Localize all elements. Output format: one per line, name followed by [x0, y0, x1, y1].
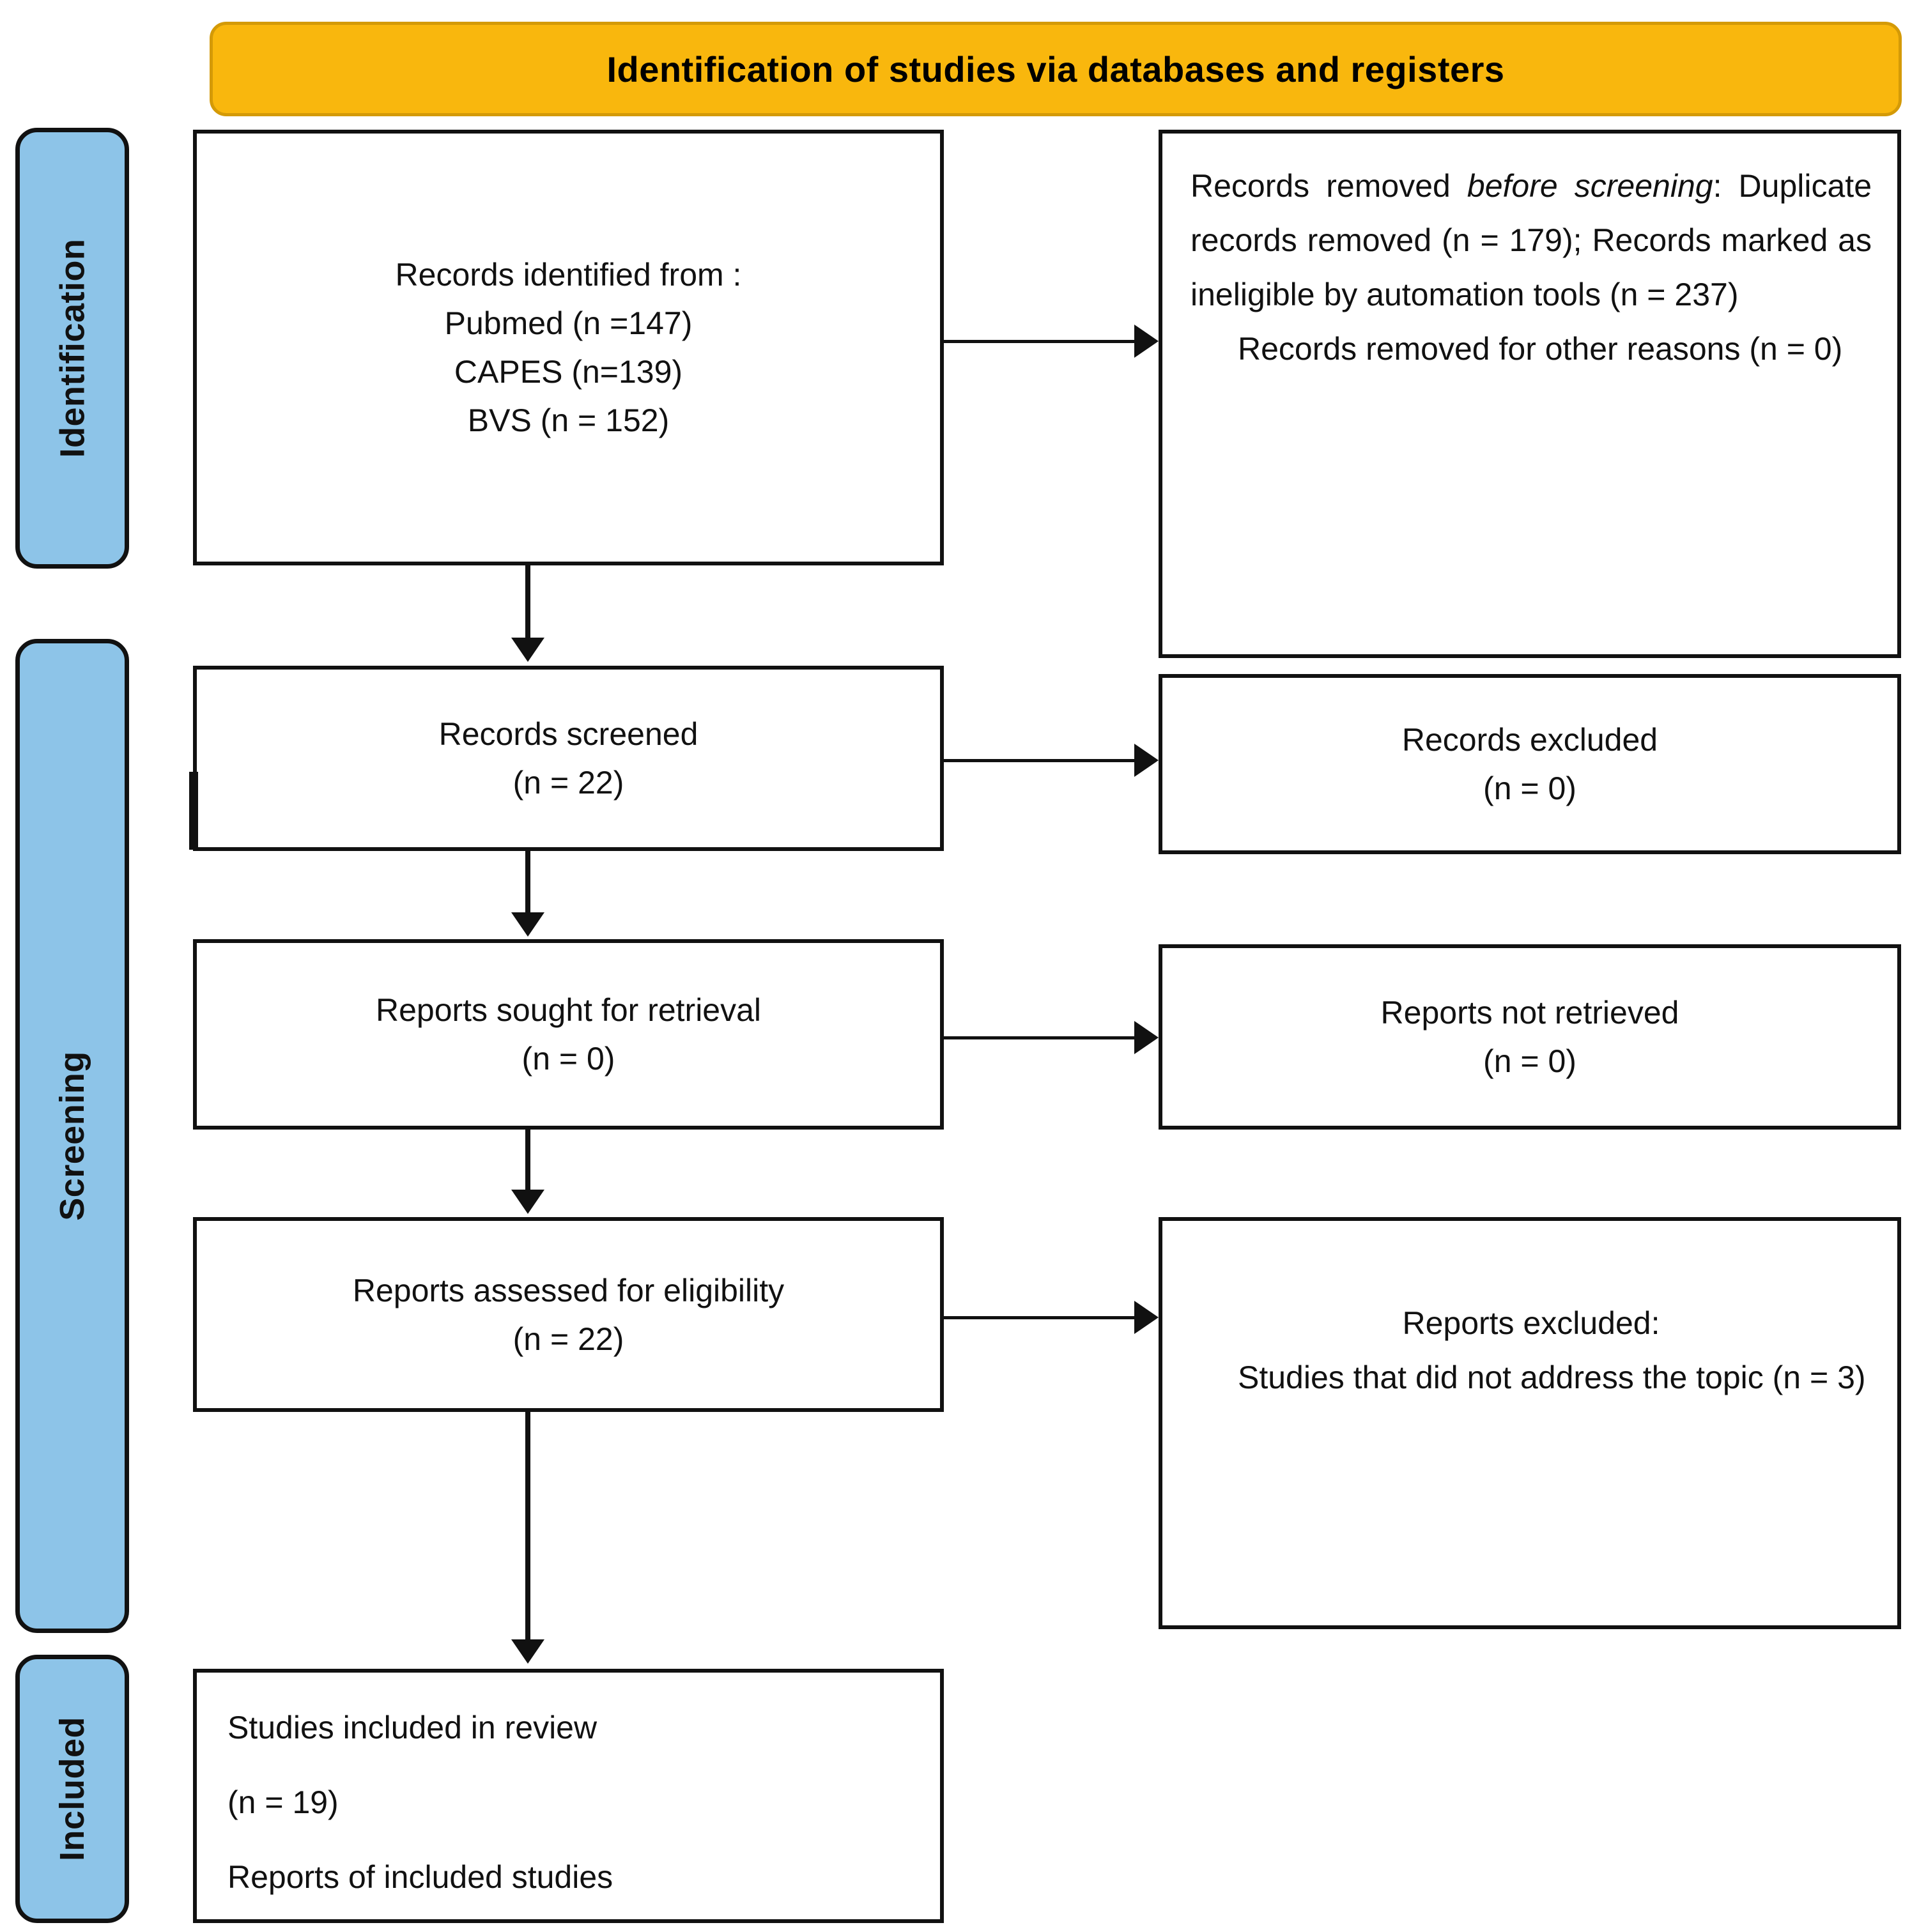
box-reports-sought-for-retrieval: Reports sought for retrieval (n = 0): [193, 939, 944, 1130]
box-reports-assessed-for-eligibility: Reports assessed for eligibility (n = 22…: [193, 1217, 944, 1412]
stage-included-text: Included: [53, 1716, 92, 1862]
reports-sought-line-0: Reports sought for retrieval: [375, 992, 762, 1028]
records-excluded-line-1: (n = 0): [1483, 770, 1576, 806]
connector-assessed-to-reports-excluded: [944, 1316, 1134, 1319]
records-removed-other-reasons: Records removed for other reasons (n = 0…: [1238, 331, 1843, 367]
records-identified-line-1: Pubmed (n =147): [444, 305, 693, 341]
connector-sought-to-assessed: [525, 1130, 530, 1192]
arrowhead-screened-to-sought: [511, 912, 544, 937]
connector-identified-to-removed: [944, 340, 1134, 343]
box-reports-excluded: Reports excluded: Studies that did not a…: [1159, 1217, 1901, 1629]
connector-identified-to-screened: [525, 565, 530, 641]
box-reports-not-retrieved: Reports not retrieved (n = 0): [1159, 944, 1901, 1130]
reports-not-retrieved-line-0: Reports not retrieved: [1380, 995, 1679, 1031]
arrowhead-sought-to-assessed: [511, 1190, 544, 1214]
studies-included-line-2: Reports of included studies: [227, 1859, 613, 1895]
stage-screening-text: Screening: [53, 1051, 91, 1221]
stage-identification-text: Identification: [53, 238, 91, 458]
arrowhead-sought-to-not-retrieved: [1134, 1021, 1159, 1054]
stage-label-identification: Identification: [15, 128, 129, 569]
studies-included-line-0: Studies included in review: [227, 1710, 597, 1745]
records-identified-line-0: Records identified from :: [395, 257, 742, 293]
records-removed-suffix: : Duplicate records removed (n = 179); R…: [1191, 168, 1872, 312]
reports-excluded-detail: Studies that did not address the topic (…: [1238, 1360, 1866, 1395]
records-screened-line-0: Records screened: [438, 716, 698, 752]
reports-excluded-heading: Reports excluded:: [1402, 1305, 1660, 1341]
stage-label-screening: Screening: [15, 639, 129, 1633]
stage-label-included: Included: [15, 1655, 129, 1923]
reports-not-retrieved-line-1: (n = 0): [1483, 1043, 1576, 1079]
records-removed-prefix: Records removed: [1191, 168, 1467, 204]
records-removed-italic: before screening: [1467, 168, 1713, 204]
records-excluded-line-0: Records excluded: [1401, 722, 1658, 758]
box-records-screened: Records screened (n = 22): [193, 666, 944, 851]
connector-screened-to-excluded: [944, 759, 1134, 762]
banner-title: Identification of studies via databases …: [606, 49, 1505, 89]
box-records-screened-edge-nub: [189, 772, 198, 850]
connector-sought-to-not-retrieved: [944, 1036, 1134, 1039]
arrowhead-identified-to-screened: [511, 638, 544, 662]
arrowhead-identified-to-removed: [1134, 325, 1159, 358]
arrowhead-assessed-to-included: [511, 1639, 544, 1664]
box-records-removed-before-screening: Records removed before screening: Duplic…: [1159, 130, 1901, 658]
arrowhead-screened-to-excluded: [1134, 744, 1159, 777]
records-identified-line-2: CAPES (n=139): [454, 354, 683, 390]
records-removed-paragraph: Records removed before screening: Duplic…: [1191, 159, 1872, 322]
box-studies-included-in-review: Studies included in review (n = 19) Repo…: [193, 1669, 944, 1923]
records-screened-line-1: (n = 22): [513, 765, 624, 801]
studies-included-line-1: (n = 19): [227, 1784, 339, 1820]
box-records-excluded: Records excluded (n = 0): [1159, 674, 1901, 854]
connector-assessed-to-included: [525, 1412, 530, 1642]
records-identified-line-3: BVS (n = 152): [467, 402, 670, 438]
reports-assessed-line-0: Reports assessed for eligibility: [352, 1272, 785, 1308]
arrowhead-assessed-to-reports-excluded: [1134, 1301, 1159, 1334]
connector-screened-to-sought: [525, 851, 530, 915]
identification-banner: Identification of studies via databases …: [210, 22, 1902, 116]
reports-assessed-line-1: (n = 22): [513, 1321, 624, 1357]
box-records-identified: Records identified from : Pubmed (n =147…: [193, 130, 944, 565]
reports-sought-line-1: (n = 0): [521, 1041, 615, 1077]
